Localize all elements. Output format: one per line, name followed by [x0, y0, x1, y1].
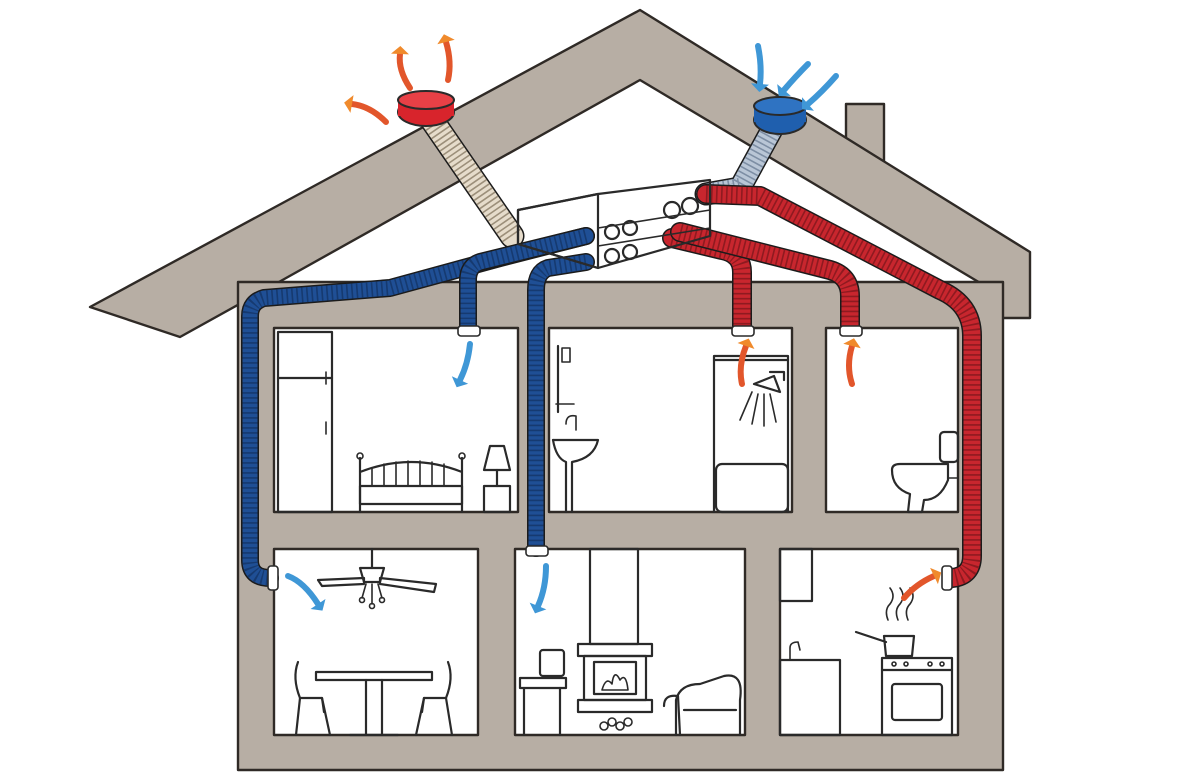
bed-icon: [356, 452, 466, 514]
supply-duct-living-ribs: [528, 254, 588, 548]
supply-arrow-dining-head: [310, 598, 326, 611]
house-walls: [236, 280, 1005, 772]
vent-living: [525, 545, 549, 557]
extract-arrow-kitchen-head: [930, 567, 942, 585]
extract-duct-main: [697, 185, 981, 587]
vent-toilet: [839, 325, 863, 337]
intake-arrow-2: [781, 61, 811, 93]
faucet-icon: [789, 641, 801, 661]
sink-icon: [551, 414, 600, 514]
fireplace-icon: [576, 547, 654, 731]
exhaust-duct-ribs: [422, 113, 522, 243]
roof-caps: [397, 90, 807, 135]
ceiling-fan-icon: [316, 547, 438, 610]
intake-arrow-3: [805, 73, 839, 107]
chair-icon: [294, 660, 454, 737]
tv-icon: [518, 648, 568, 737]
vent-dining: [267, 565, 279, 591]
fresh-air-intake-cap: [753, 96, 807, 135]
intake-arrow-3-head: [801, 97, 814, 111]
exhaust-arrow-3-head: [437, 34, 455, 45]
supply-arrow-dining: [285, 573, 321, 607]
supply-arrow-bedroom-head: [451, 376, 469, 388]
stove-icon: [880, 656, 954, 737]
bathtub-icon: [712, 354, 790, 514]
exhaust-arrow-2: [396, 51, 413, 91]
extract-arrow-bathroom: [737, 343, 749, 387]
toilet-icon: [890, 430, 960, 514]
intake-arrow-1: [755, 43, 764, 87]
dining-table-icon: [314, 670, 434, 737]
wardrobe-icon: [276, 330, 334, 514]
supply-duct-main-ribs: [242, 228, 588, 586]
furniture: [276, 330, 960, 737]
supply-arrow-living: [535, 563, 549, 609]
lamp-icon: [482, 444, 512, 514]
vent-grilles: [267, 325, 953, 591]
house-structure: [88, 8, 1032, 772]
towel-rail-icon: [555, 344, 575, 414]
intake-arrow-2-head: [777, 84, 791, 97]
ducts: [241, 107, 982, 588]
exhaust-arrow-1-head: [344, 95, 354, 113]
supply-duct-bedroom-ribs: [460, 228, 588, 326]
extract-arrow-kitchen: [901, 573, 937, 601]
airflow-arrows: [285, 34, 942, 614]
exhaust-arrow-1: [349, 101, 389, 125]
exhaust-vent-cap: [397, 90, 455, 127]
armchair-icon: [662, 674, 742, 737]
extract-arrow-bathroom-head: [737, 338, 755, 350]
shower-icon: [739, 370, 786, 427]
heat-recovery-unit: [516, 178, 712, 270]
vent-bathroom: [731, 325, 755, 337]
extract-arrow-toilet: [846, 343, 855, 387]
exhaust-arrow-2-head: [391, 46, 409, 55]
intake-arrow-1-head: [751, 83, 769, 92]
kitchen-cabinet-icon: [778, 547, 842, 737]
supply-arrow-bedroom: [457, 341, 473, 383]
vent-kitchen: [941, 565, 953, 591]
vent-bedroom: [457, 325, 481, 337]
extract-duct-toilet-ribs: [677, 223, 859, 326]
exhaust-arrow-3: [443, 39, 453, 83]
pot-icon: [854, 587, 916, 658]
extract-arrow-toilet-head: [843, 338, 861, 349]
supply-arrow-living-head: [529, 602, 547, 614]
